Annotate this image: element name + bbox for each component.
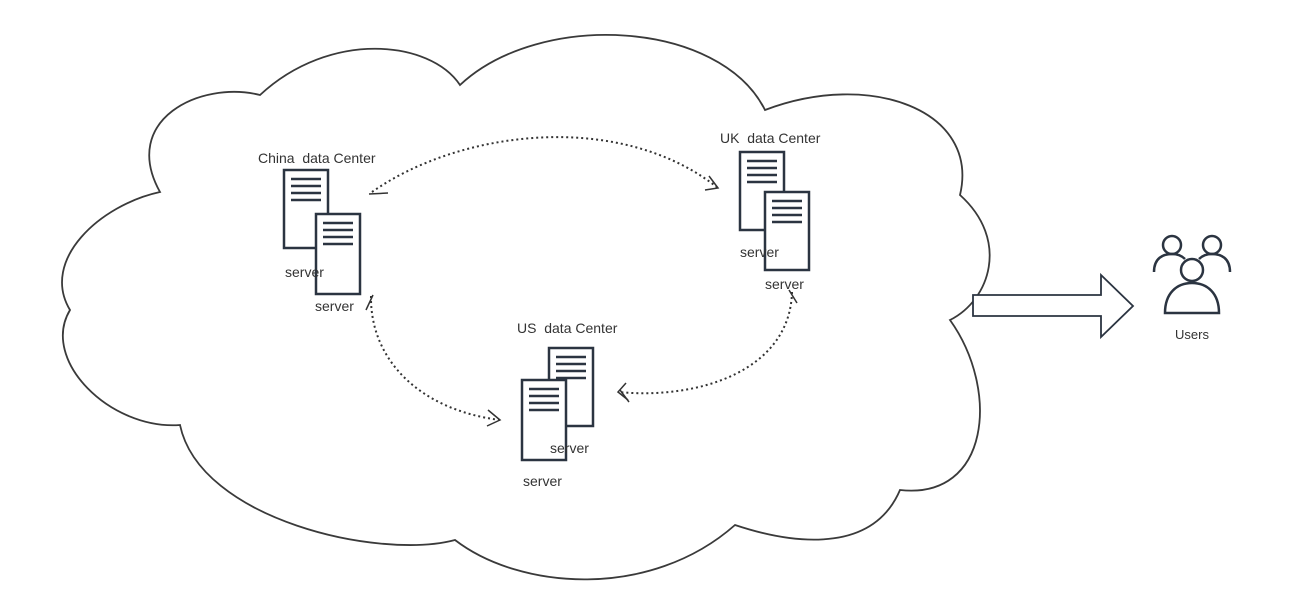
link-china-uk [371,136,719,193]
datacenter-title-us: US data Center [517,320,618,336]
server-icon [763,190,811,272]
link-china-us-tail [365,294,374,311]
users-label: Users [1175,327,1209,342]
datacenter-title-uk: UK data Center [720,130,821,146]
server-label: server [285,264,324,280]
server-label: server [550,440,589,456]
link-china-us [369,295,501,421]
arrowhead-us-right-tick [619,389,630,403]
datacenter-title-china: China data Center [258,150,376,166]
link-china-uk-tail [368,192,389,195]
link-uk-us [617,291,793,395]
server-icon [520,378,568,462]
arrowhead-uk [704,175,720,191]
server-icon [314,212,362,296]
server-label: server [523,473,562,489]
server-label: server [765,276,804,292]
users-icon [1152,234,1232,315]
server-label: server [740,244,779,260]
arrowhead-us-left [486,409,502,427]
server-label: server [315,298,354,314]
cloud-shape [61,34,991,581]
arrow-to-users-icon [972,272,1135,340]
link-uk-us-tail [788,289,798,304]
